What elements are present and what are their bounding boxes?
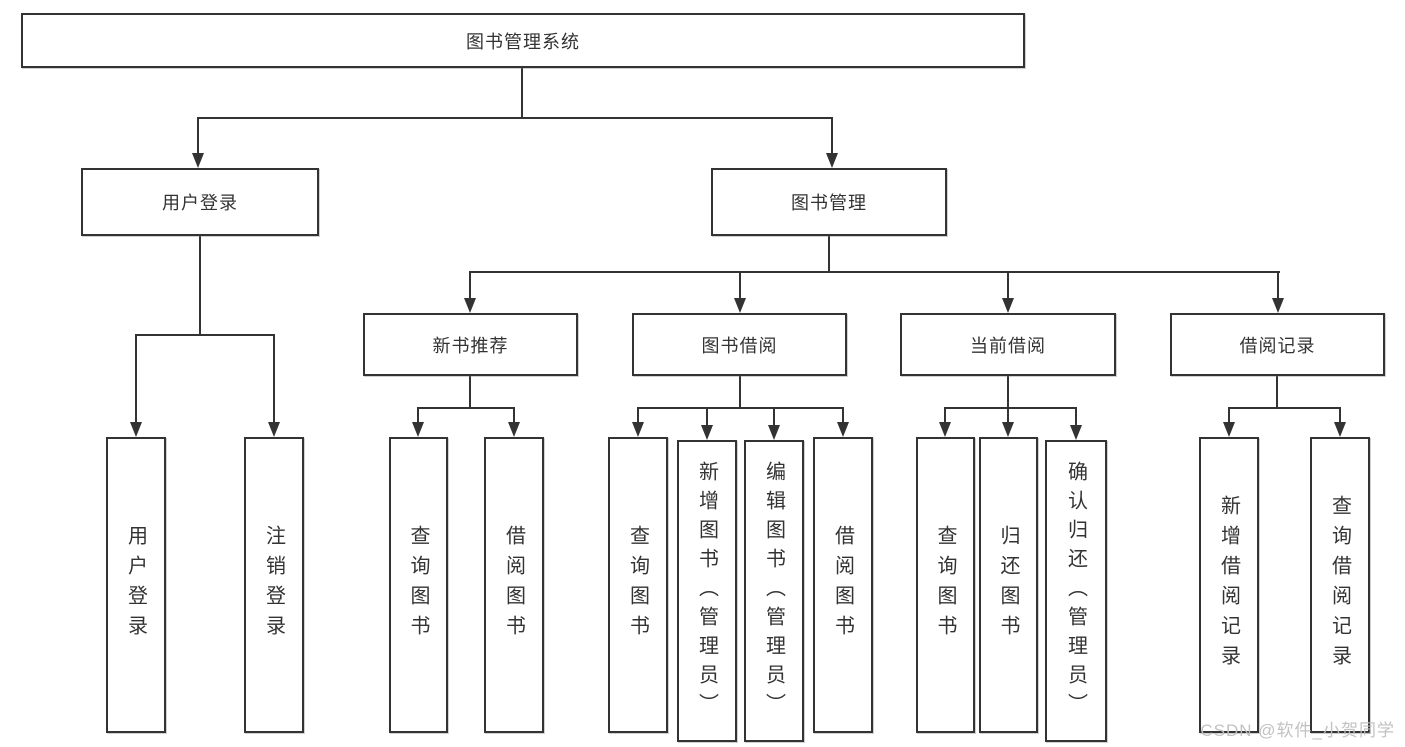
root-node: 图书管理系统 [21,13,1025,68]
connector-line [469,376,471,409]
leaf-records-add-record: 新增借阅记录 [1199,437,1259,733]
leaf-current-query-books: 查询图书 [916,437,975,733]
connector-line [842,407,844,423]
arrowhead-icon [734,298,746,313]
connector-line [1007,407,1009,423]
connector-line [197,117,199,155]
connector-line [638,407,844,409]
node-current-borrowing: 当前借阅 [900,313,1116,376]
connector-line [1075,407,1077,426]
leaf-logout: 注销登录 [244,437,304,733]
connector-line [521,68,523,119]
connector-line [1276,376,1278,409]
arrowhead-icon [1070,425,1082,440]
arrowhead-icon [268,422,280,437]
node-book-borrowing: 图书借阅 [632,313,847,376]
connector-line [1228,407,1230,423]
connector-line [135,334,275,336]
arrowhead-icon [508,422,520,437]
connector-line [418,407,515,409]
node-book-management: 图书管理 [711,168,947,236]
connector-line [470,271,1280,273]
arrowhead-icon [632,422,644,437]
arrowhead-icon [192,153,204,168]
connector-line [831,117,833,155]
arrowhead-icon [1002,422,1014,437]
arrowhead-icon [1223,422,1235,437]
connector-line [637,407,639,423]
node-borrowing-records: 借阅记录 [1170,313,1385,376]
connector-line [1339,407,1341,423]
arrowhead-icon [412,422,424,437]
arrowhead-icon [701,425,713,440]
leaf-borrow-edit-books-admin: 编辑图书（管理员） [744,440,804,742]
connector-line [773,407,775,426]
arrowhead-icon [464,298,476,313]
arrowhead-icon [837,422,849,437]
connector-line [273,334,275,424]
connector-line [945,407,1077,409]
leaf-current-return-books: 归还图书 [979,437,1038,733]
leaf-newbook-borrow-books: 借阅图书 [484,437,544,733]
connector-line [1007,271,1009,301]
arrowhead-icon [1002,298,1014,313]
node-user-login-group: 用户登录 [81,168,319,236]
arrowhead-icon [1272,298,1284,313]
connector-line [739,271,741,301]
leaf-borrow-query-books: 查询图书 [608,437,668,733]
connector-line [739,376,741,409]
connector-line [706,407,708,426]
connector-line [1007,376,1009,409]
connector-line [135,334,137,424]
leaf-borrow-borrow-books: 借阅图书 [813,437,873,733]
connector-line [417,407,419,423]
connector-line [513,407,515,423]
connector-line [944,407,946,423]
connector-line [828,236,830,273]
connector-line [469,271,471,301]
arrowhead-icon [130,422,142,437]
leaf-user-login: 用户登录 [106,437,166,733]
leaf-newbook-query-books: 查询图书 [389,437,448,733]
arrowhead-icon [1334,422,1346,437]
leaf-current-confirm-return-admin: 确认归还（管理员） [1045,440,1107,742]
connector-line [1229,407,1341,409]
arrowhead-icon [768,425,780,440]
arrowhead-icon [939,422,951,437]
leaf-borrow-add-books-admin: 新增图书（管理员） [677,440,737,742]
connector-line [199,236,201,336]
node-new-book-recommend: 新书推荐 [363,313,578,376]
csdn-watermark: CSDN @软件_小贺同学 [1200,721,1395,740]
arrowhead-icon [826,153,838,168]
leaf-records-query-record: 查询借阅记录 [1310,437,1370,733]
connector-line [1277,271,1279,301]
connector-line [197,117,833,119]
